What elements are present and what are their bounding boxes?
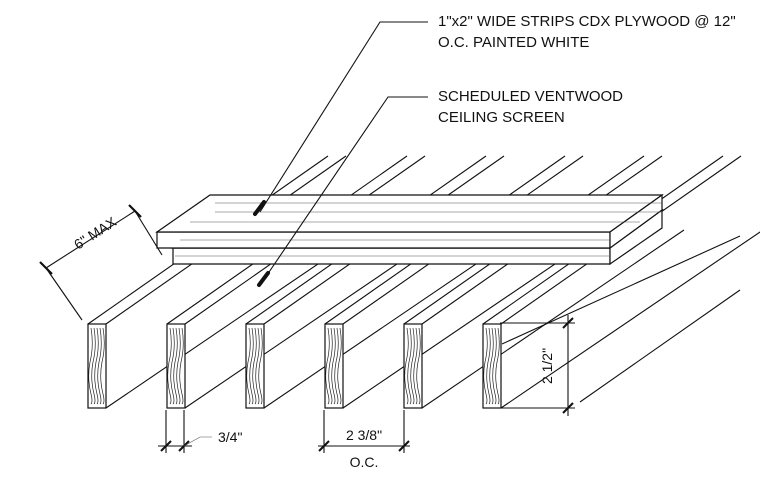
board-height-label: 2 1/2": [539, 348, 555, 384]
board-4-grain-line: [337, 327, 342, 405]
strips-callout-line-2: O.C. PAINTED WHITE: [438, 34, 589, 51]
board-3-grain-line: [252, 327, 257, 405]
board-height-dimension: 2 1/2": [500, 315, 575, 416]
board-1-grain-line: [97, 327, 102, 405]
board-5-bottom-edge: [421, 229, 685, 409]
on-center-label: O.C.: [350, 454, 379, 470]
wood-fin-boards: [87, 155, 760, 409]
upper-strip-end: [609, 193, 663, 250]
board-3-grain-line: [249, 327, 254, 405]
far-board-edge: [501, 235, 741, 345]
board-2-grain-line: [170, 327, 175, 405]
board-5-grain-line: [410, 327, 415, 405]
plywood-strip-assembly: [155, 193, 664, 266]
screen-leader-tick: [257, 271, 270, 287]
board-4-grain-line: [331, 327, 336, 405]
strips-leader-line: [259, 21, 428, 213]
board-3-grain-line: [258, 327, 263, 405]
callout-leaders: [253, 21, 428, 287]
board-1-grain-line: [91, 327, 96, 405]
screen-callout-line-2: CEILING SCREEN: [438, 109, 565, 126]
board-spacing-label: 2 3/8": [346, 427, 382, 443]
board-5-grain-line: [404, 327, 409, 405]
board-1-grain-line: [100, 327, 105, 405]
board-6-grain-line: [486, 327, 491, 405]
far-board-edge-lower: [579, 289, 741, 403]
screen-callout-line-1: SCHEDULED VENTWOOD: [438, 88, 623, 105]
board-4-grain-line: [328, 327, 333, 405]
board-6-grain-line: [492, 327, 497, 405]
board-2-grain-line: [179, 327, 184, 405]
board-thickness-label: 3/4": [218, 429, 242, 445]
board-thickness-dimension: 3/4": [158, 410, 242, 453]
board-2-grain-line: [173, 327, 178, 405]
upper-strip-top: [155, 194, 664, 233]
board-3-grain-line: [255, 327, 260, 405]
board-6-bottom-edge: [500, 231, 760, 409]
max-spacing-label: 6" MAX: [71, 213, 120, 252]
strips-callout-line-1: 1"x2" WIDE STRIPS CDX PLYWOOD @ 12": [438, 13, 736, 30]
board-1-grain-line: [88, 327, 93, 405]
board-spacing-dimension: 2 3/8" O.C.: [318, 410, 410, 470]
board-6-grain-line: [495, 327, 500, 405]
board-6-grain-line: [489, 327, 494, 405]
board-5-grain-line: [413, 327, 418, 405]
board-6-grain-line: [483, 327, 488, 405]
board-4-grain-line: [325, 327, 330, 405]
strip-hidden-lines: [175, 202, 662, 257]
board-5-grain-line: [416, 327, 421, 405]
board-4-grain-line: [334, 327, 339, 405]
board-2-grain-line: [167, 327, 172, 405]
board-1-grain-line: [94, 327, 99, 405]
max-spacing-dimension: 6" MAX: [39, 204, 163, 321]
board-5-grain-line: [407, 327, 412, 405]
screen-leader-line: [264, 96, 428, 279]
board-2-grain-line: [176, 327, 181, 405]
strips-leader-tick: [253, 200, 266, 216]
board-3-grain-line: [246, 327, 251, 405]
